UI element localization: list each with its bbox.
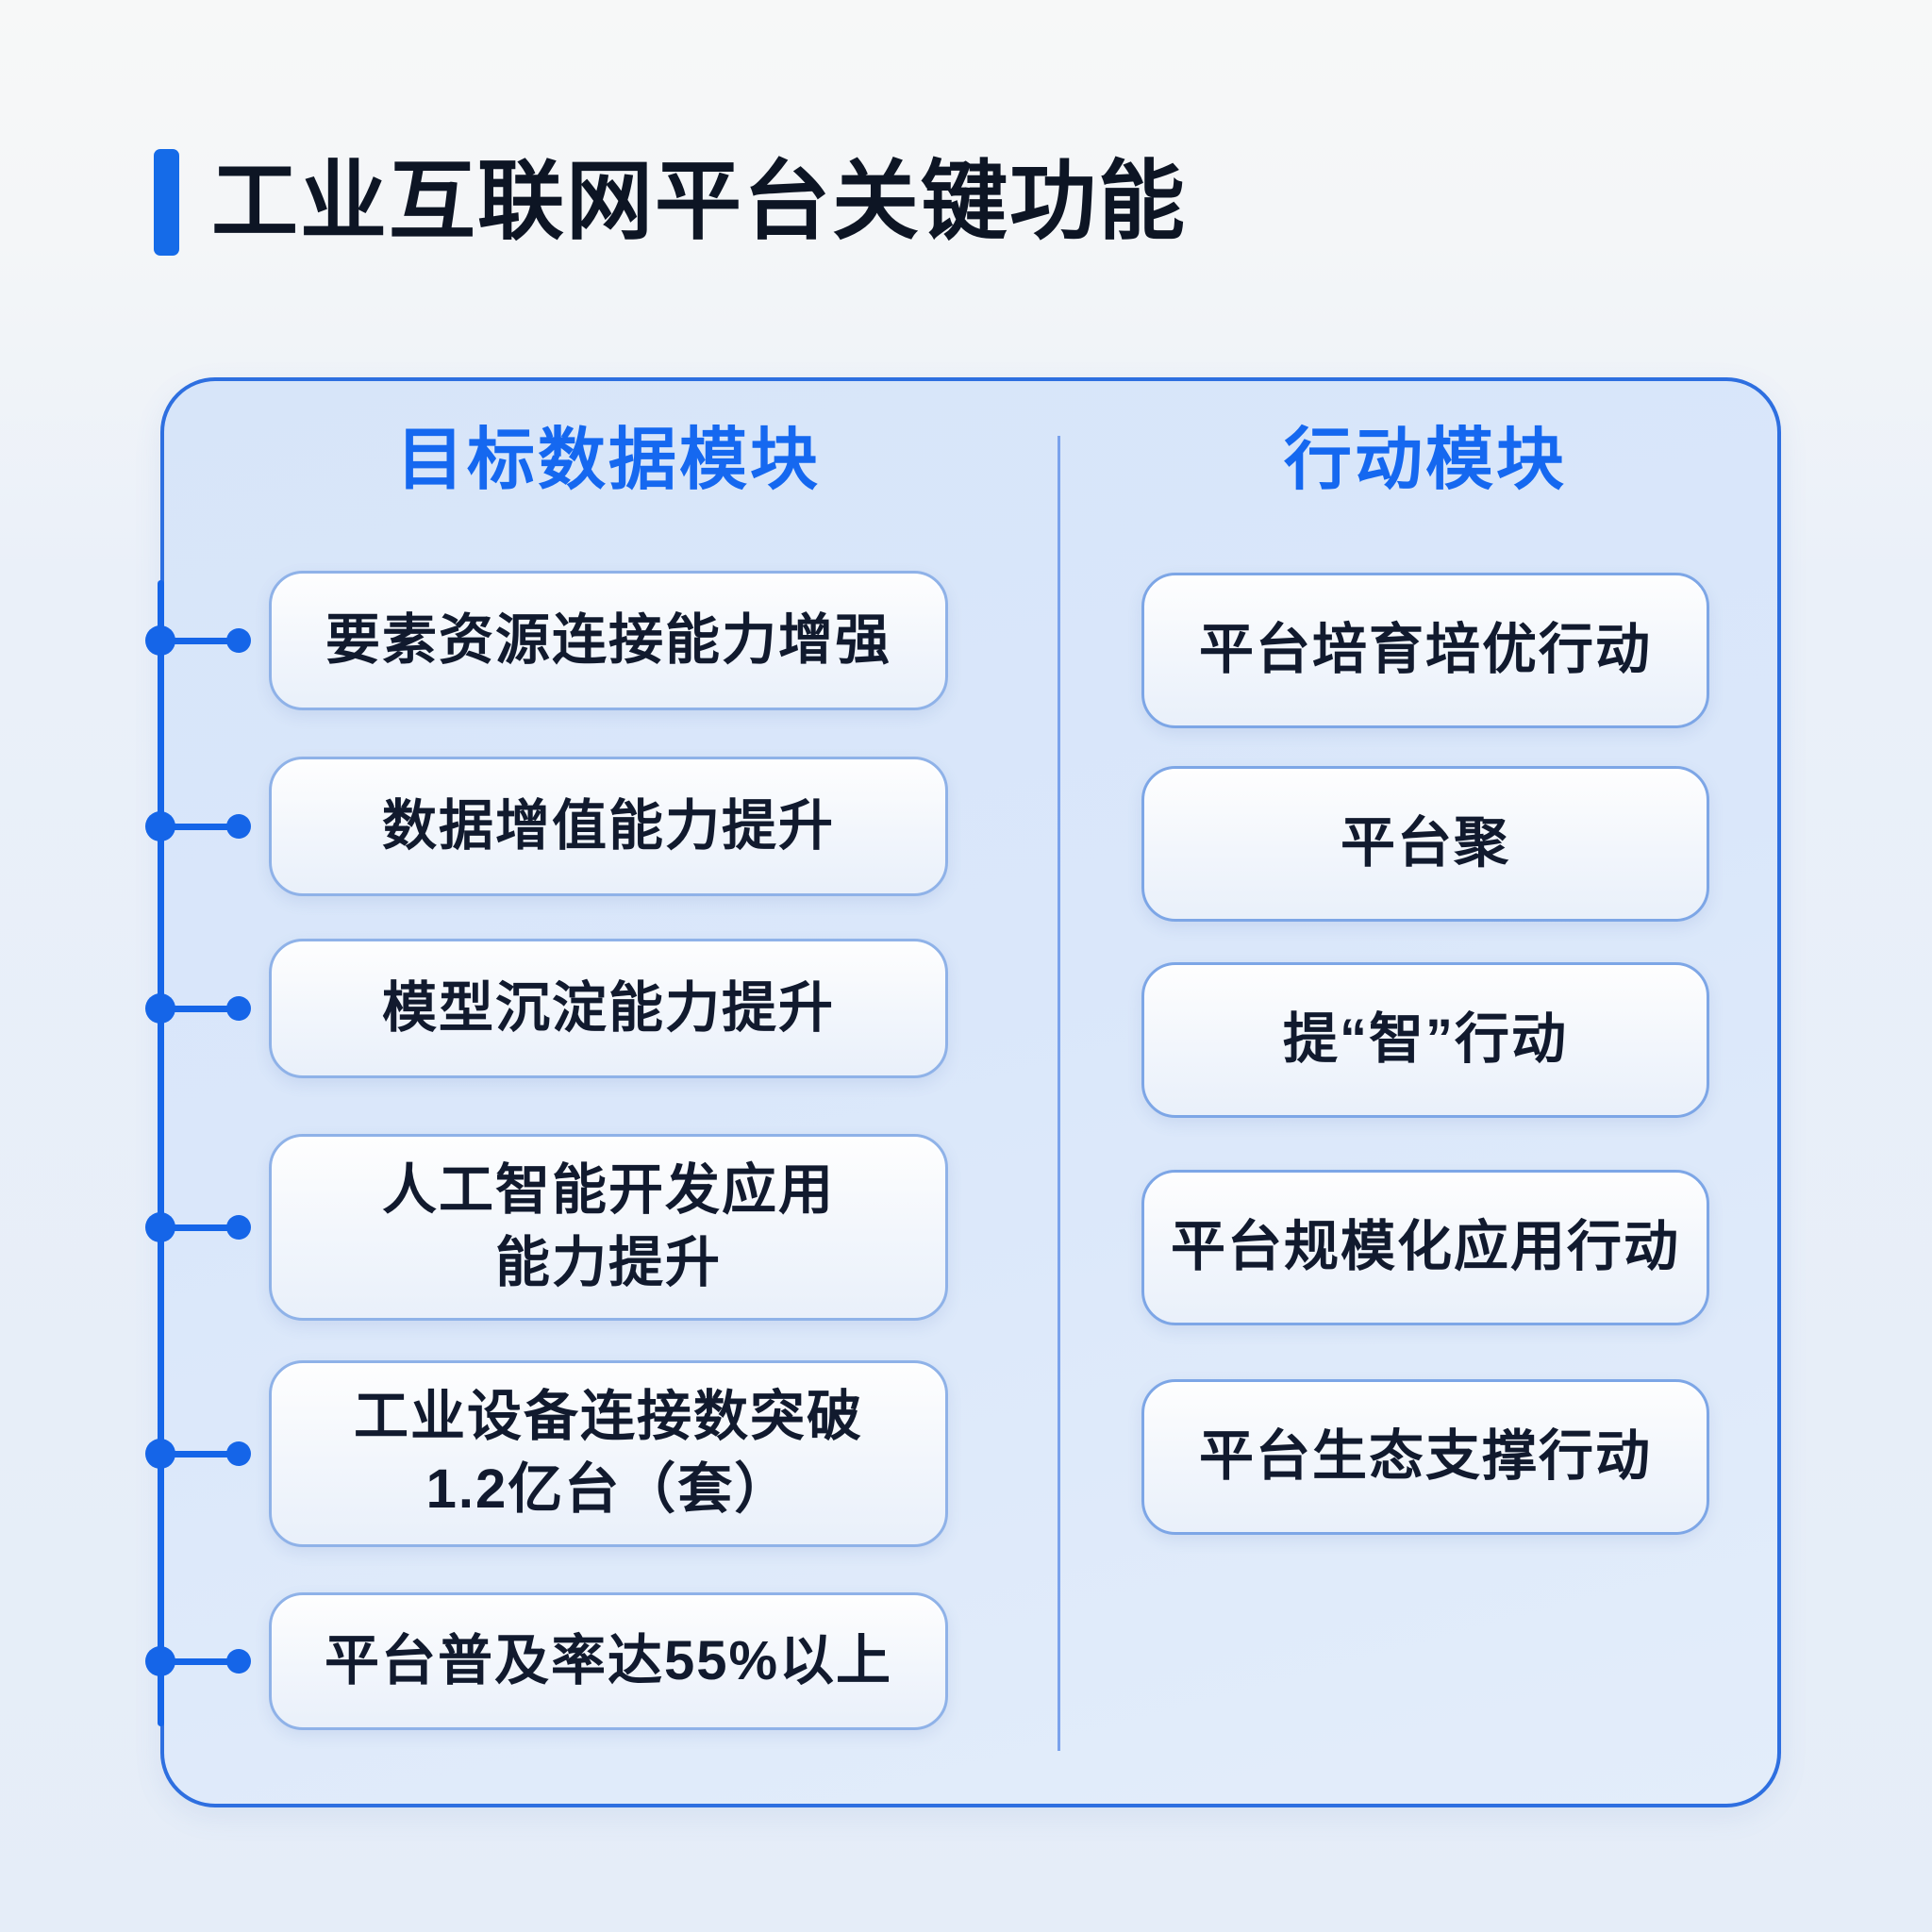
- connector-dot-trunk: [145, 1212, 175, 1242]
- connector-line: [160, 1224, 240, 1231]
- action-box-label: 平台规模化应用行动: [1170, 1216, 1680, 1278]
- goal-box-device-connections: 工业设备连接数突破 1.2亿台（套）: [269, 1360, 948, 1547]
- connector-line: [160, 1657, 240, 1665]
- goal-box-platform-penetration: 平台普及率达55%以上: [269, 1592, 948, 1730]
- connector-dot-leaf: [226, 1215, 251, 1240]
- goal-box-resource-connection: 要素资源连接能力增强: [269, 571, 948, 710]
- connector-dot-leaf: [226, 1649, 251, 1674]
- goal-box-model-accumulation: 模型沉淀能力提升: [269, 939, 948, 1078]
- action-box-scaled-application: 平台规模化应用行动: [1141, 1170, 1709, 1325]
- goal-box-label: 平台普及率达55%以上: [324, 1629, 893, 1691]
- right-column-header: 行动模块: [1283, 423, 1567, 498]
- connector-dot-leaf: [226, 996, 251, 1021]
- connector-line: [160, 637, 240, 644]
- connector-line: [160, 1450, 240, 1457]
- left-column-header: 目标数据模块: [395, 423, 821, 498]
- title-accent-bar: [154, 149, 179, 256]
- goal-box-data-value: 数据增值能力提升: [269, 757, 948, 896]
- action-box-label: 平台培育培优行动: [1198, 619, 1652, 681]
- action-box-ecosystem-support: 平台生态支撑行动: [1141, 1379, 1709, 1535]
- action-box-smart-upgrade: 提“智”行动: [1141, 962, 1709, 1118]
- connector-dot-trunk: [145, 625, 175, 656]
- page-title: 工业互联网平台关键功能: [211, 154, 1188, 250]
- action-box-platform-cultivation: 平台培育培优行动: [1141, 573, 1709, 728]
- goal-box-label: 数据增值能力提升: [381, 794, 835, 857]
- connector-line: [160, 823, 240, 830]
- connector-dot-leaf: [226, 814, 251, 839]
- connector-trunk-line: [158, 580, 164, 1726]
- connector-dot-trunk: [145, 811, 175, 841]
- action-box-label: 平台聚: [1340, 812, 1510, 874]
- action-box-platform-gather: 平台聚: [1141, 766, 1709, 922]
- goal-box-label: 要素资源连接能力增强: [325, 608, 891, 671]
- connector-line: [160, 1005, 240, 1012]
- connector-dot-trunk: [145, 1439, 175, 1469]
- connector-dot-leaf: [226, 1441, 251, 1466]
- goal-box-label: 人工智能开发应用 能力提升: [381, 1159, 835, 1293]
- column-divider: [1058, 436, 1060, 1751]
- connector-dot-trunk: [145, 993, 175, 1024]
- goal-box-ai-development: 人工智能开发应用 能力提升: [269, 1134, 948, 1321]
- connector-dot-leaf: [226, 628, 251, 653]
- connector-dot-trunk: [145, 1646, 175, 1676]
- goal-box-label: 工业设备连接数突破 1.2亿台（套）: [353, 1386, 863, 1520]
- action-box-label: 平台生态支撑行动: [1198, 1425, 1652, 1488]
- action-box-label: 提“智”行动: [1282, 1008, 1568, 1071]
- goal-box-label: 模型沉淀能力提升: [381, 976, 835, 1039]
